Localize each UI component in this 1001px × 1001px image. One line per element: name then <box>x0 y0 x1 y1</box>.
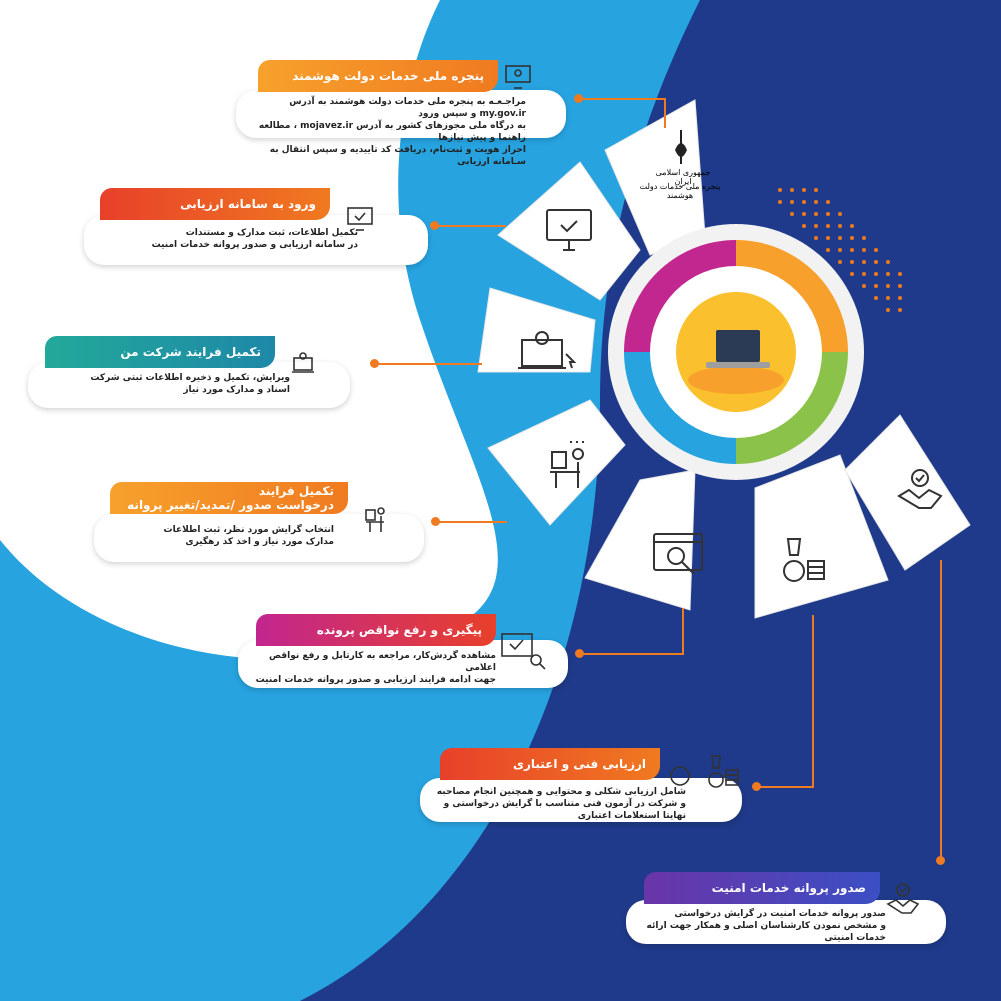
connector-line-6 <box>758 786 814 788</box>
connector-line-7 <box>940 560 942 860</box>
monitor-check-icon <box>546 209 592 251</box>
step-2-desc: تکمیل اطلاعات، ثبت مدارک و مستندات در سا… <box>94 227 358 251</box>
step-7-desc: صدور پروانه خدمات امنیت در گرایش درخواست… <box>636 908 887 944</box>
step-3-desc-line-1: ویرایش، تکمیل و ذخیره اطلاعات ثبتی شرکت <box>90 373 290 383</box>
connector-dot-3 <box>370 359 379 368</box>
hub-laptop-base <box>706 362 770 368</box>
step-6-desc-line-2: و شرکت در آزمون فنی متناسب با گرایش درخو… <box>443 799 686 821</box>
step-1-monitor-user-icon <box>505 65 531 89</box>
desk-person-icon <box>550 441 584 488</box>
connector-line-6b <box>812 615 814 788</box>
connector-line-5 <box>581 653 684 655</box>
step-5-desc-line-1: مشاهده گردش‌کار، مراجعه به کارتابل و رفع… <box>268 651 496 673</box>
seal-emblem <box>675 130 687 164</box>
petal-3 <box>487 399 626 526</box>
step-1-desc-line-1: مراجـعـه به پنجره ملی خدمات دولت هوشمند … <box>289 97 526 119</box>
step-4-title-line-1: تکمیل فرایند <box>258 484 334 498</box>
step-card-6: شامل ارزیابی شکلی و محتوایی و همچنین انج… <box>420 778 742 822</box>
step-2-monitor-check-icon <box>347 207 373 231</box>
step-7-title: صدور پروانه خدمات امنیت <box>644 872 880 904</box>
step-5-desc-line-2: جهت ادامه فرایند ارزیابی و صدور پروانه خ… <box>255 675 496 685</box>
seal-title-1: جمهوری اسلامی ایران <box>655 168 711 186</box>
step-7-desc-line-1: صدور پروانه خدمات امنیت در گرایش درخواست… <box>674 909 886 919</box>
step-1-title: پنجره ملی خدمات دولت هوشمند <box>258 60 498 92</box>
step-3-desc-line-2: اسناد و مدارک مورد نیاز <box>183 385 290 395</box>
step-2-title: ورود به سامانه ارزیابی <box>100 188 330 220</box>
connector-line-3 <box>376 363 482 365</box>
step-6-desc-line-1: شامل ارزیابی شکلی و محتوایی و همچنین انج… <box>436 787 686 797</box>
step-6-desc: شامل ارزیابی شکلی و محتوایی و همچنین انج… <box>430 786 686 822</box>
seal-title-2: پنجره ملی خدمات دولت هوشمند <box>639 182 721 200</box>
step-4-desc: انتخاب گرایش مورد نظر، ثبت اطلاعات مدارک… <box>104 524 334 548</box>
step-5-desc: مشاهده گردش‌کار، مراجعه به کارتابل و رفع… <box>248 650 496 686</box>
step-card-1: مراجـعـه به پنجره ملی خدمات دولت هوشمند … <box>236 90 566 167</box>
connector-line-2 <box>436 225 506 227</box>
handshake-icon <box>897 469 943 509</box>
step-4-desc-line-2: مدارک مورد نیاز و اخذ کد رهگیری <box>185 537 334 547</box>
connector-line-1b <box>664 98 666 128</box>
step-3-title: تکمیل فرایند شرکت من <box>45 336 275 368</box>
connector-line-1 <box>580 98 666 100</box>
petal-2 <box>477 287 596 373</box>
connector-line-4 <box>437 521 507 523</box>
laptop-user-icon <box>518 331 576 369</box>
step-4-title: تکمیل فرایند درخواست صدور /تمدید/تغییر پ… <box>110 482 348 514</box>
hub-laptop-screen <box>716 330 760 362</box>
monitor-search-icon <box>653 533 703 575</box>
petal-1 <box>497 161 641 301</box>
step-4-title-line-2: درخواست صدور /تمدید/تغییر پروانه <box>127 498 334 512</box>
connector-dot-5 <box>575 649 584 658</box>
step-2-desc-line-1: تکمیل اطلاعات، ثبت مدارک و مستندات <box>185 228 358 238</box>
step-3-laptop-user-icon <box>292 352 314 373</box>
step-4-desk-person-icon <box>365 507 385 532</box>
step-7-desc-line-2: و مشخص نمودن کارشناسان اصلی و همکار جهت … <box>646 921 887 943</box>
hub-podium <box>688 366 784 394</box>
step-5-title: پیگیری و رفع نواقص پرونده <box>256 614 496 646</box>
dot-pattern <box>778 188 902 312</box>
petal-5 <box>754 454 889 619</box>
step-card-2: تکمیل اطلاعات، ثبت مدارک و مستندات در سا… <box>84 215 428 265</box>
step-1-desc-line-3: احراز هویت و ثبت‌نام، دریافت کد تاییدیه … <box>269 145 526 167</box>
step-3-desc: ویرایش، تکمیل و ذخیره اطلاعات ثبتی شرکت … <box>38 372 290 396</box>
step-5-monitor-search-icon <box>501 633 546 670</box>
step-6-coins-icon <box>670 755 739 788</box>
step-6-title: ارزیابی فنی و اعتباری <box>440 748 660 780</box>
connector-dot-6 <box>752 782 761 791</box>
step-1-desc: مراجـعـه به پنجره ملی خدمات دولت هوشمند … <box>246 96 526 168</box>
connector-dot-1 <box>574 94 583 103</box>
connector-dot-4 <box>431 517 440 526</box>
connector-dot-2 <box>430 221 439 230</box>
step-7-handshake-icon <box>886 883 920 914</box>
step-1-desc-line-2: به درگاه ملی مجوزهای کشور به آدرس mojave… <box>258 121 526 143</box>
coins-icon <box>783 538 825 582</box>
connector-line-5b <box>682 608 684 655</box>
connector-dot-7 <box>936 856 945 865</box>
step-4-desc-line-1: انتخاب گرایش مورد نظر، ثبت اطلاعات <box>163 525 334 535</box>
petal-6 <box>844 414 971 571</box>
step-2-desc-line-2: در سامانه ارزیابی و صدور پروانه خدمات ام… <box>151 240 358 250</box>
